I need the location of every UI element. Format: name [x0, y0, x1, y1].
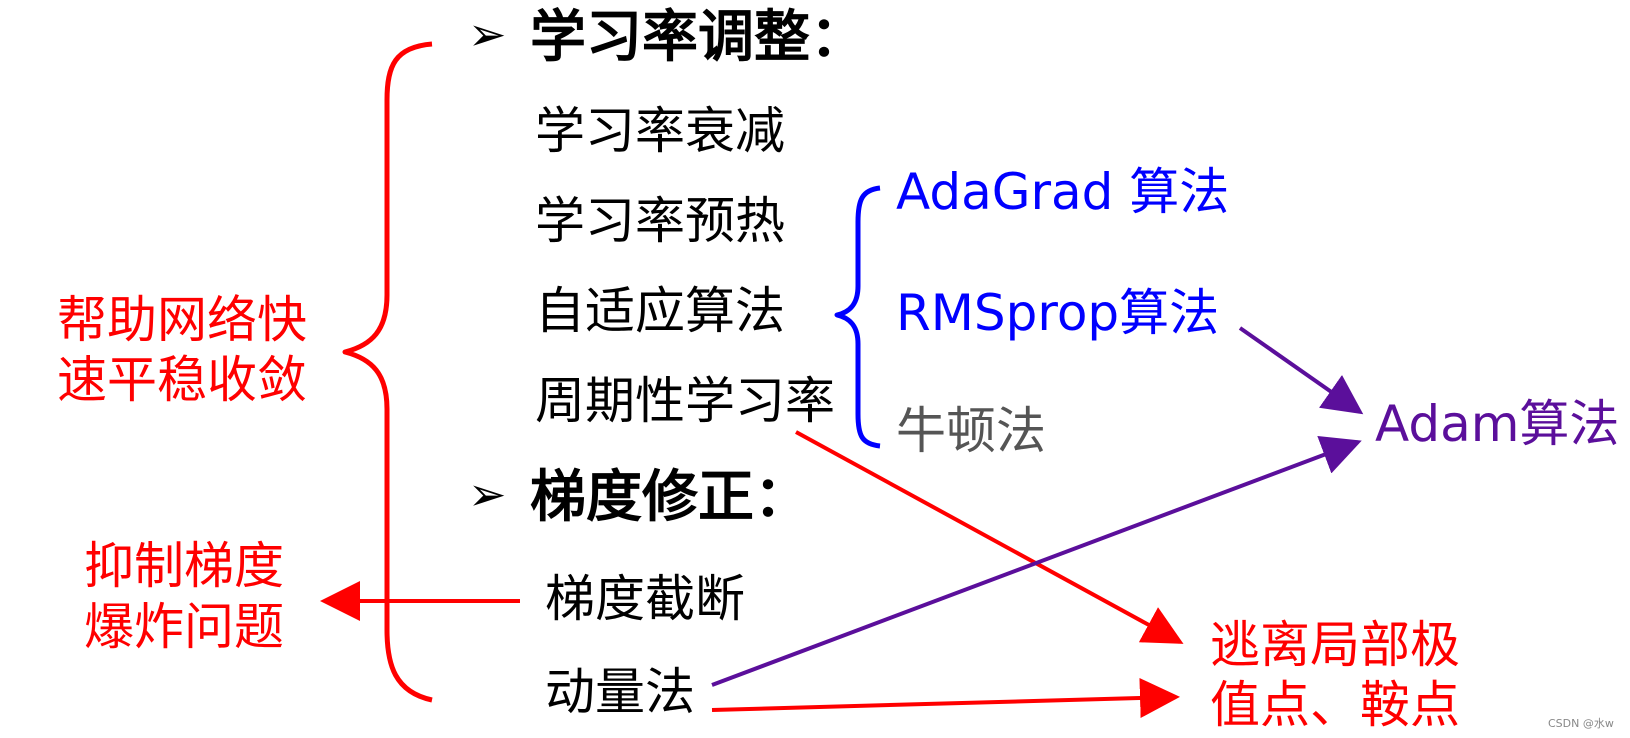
escape-line-1: 逃离局部极 [1210, 616, 1460, 674]
arrow-momentum-to-escape [711, 678, 1180, 719]
arrow-momentum-to-adam [711, 435, 1362, 687]
lr-item-warmup: 学习率预热 [535, 192, 785, 250]
algo-rmsprop: RMSprop算法 [896, 284, 1220, 342]
algo-adam: Adam算法 [1375, 395, 1620, 453]
goal-line-1: 帮助网络快 [57, 291, 307, 349]
escape-line-2: 值点、鞍点 [1210, 676, 1460, 734]
algo-adagrad: AdaGrad 算法 [896, 163, 1230, 221]
watermark: CSDN @水w [1548, 717, 1614, 730]
section-grad-title: 梯度修正： [530, 465, 810, 530]
bullet-lr-icon: ➢ [468, 7, 507, 61]
lr-item-decay: 学习率衰减 [535, 102, 785, 160]
section-lr-title: 学习率调整： [530, 5, 866, 70]
suppress-line-2: 爆炸问题 [84, 598, 284, 656]
goal-line-2: 速平稳收敛 [57, 351, 307, 409]
arrow-cyclic-to-escape [795, 430, 1184, 644]
red-brace [342, 41, 433, 703]
grad-item-clipping: 梯度截断 [545, 570, 745, 628]
bullet-grad-icon: ➢ [468, 467, 507, 521]
arrow-rmsprop-to-adam [1238, 326, 1364, 415]
algo-newton: 牛顿法 [896, 402, 1046, 460]
lr-item-cyclic: 周期性学习率 [535, 372, 835, 430]
grad-item-momentum: 动量法 [545, 663, 695, 721]
suppress-line-1: 抑制梯度 [84, 537, 284, 595]
blue-brace [834, 185, 881, 449]
lr-item-adaptive: 自适应算法 [535, 282, 785, 340]
